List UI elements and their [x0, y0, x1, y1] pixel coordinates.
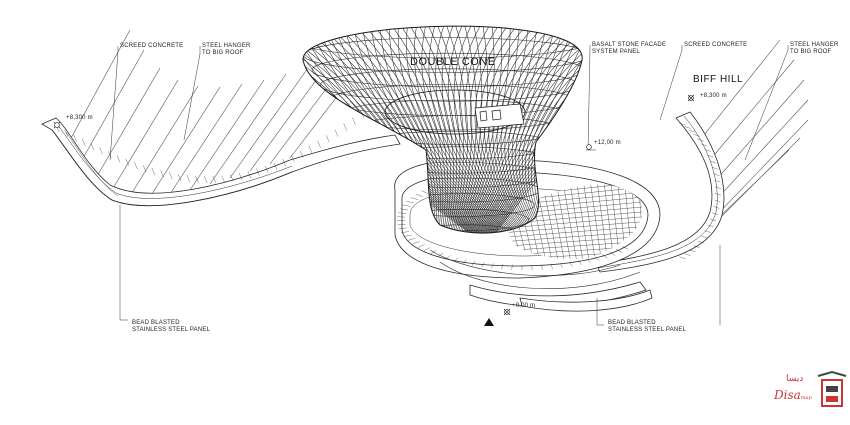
disa-logo-text: Disamap — [774, 388, 812, 402]
level-mid-label: +12,00 m — [594, 140, 621, 146]
steel-hanger-right-label-2: TO BIG ROOF — [790, 49, 832, 55]
steel-hanger-left-label-2: TO BIG ROOF — [202, 50, 244, 56]
level-bottom-label: +0,00 m — [512, 303, 536, 309]
level-marker-right — [687, 94, 695, 102]
leader-lines — [109, 45, 789, 326]
right-ramp — [595, 111, 725, 273]
right-ramp-segments — [679, 122, 721, 260]
bead-blasted-left-label-2: STAINLESS STEEL PANEL — [132, 327, 211, 333]
steel-hanger-right-label: STEEL HANGER — [790, 42, 839, 48]
bead-blasted-right-label: BEAD BLASTED — [608, 320, 656, 326]
level-marker-left — [53, 121, 61, 129]
bead-blasted-left-label: BEAD BLASTED — [132, 320, 180, 326]
disa-logo-sub: map — [800, 395, 812, 401]
screed-concrete-left-label: SCREED CONCRETE — [120, 43, 184, 49]
basalt-facade-label: BASALT STONE FACADE — [592, 42, 667, 48]
left-ramp — [41, 117, 401, 206]
disa-logo-name: Disa — [774, 388, 801, 402]
disa-logo-mark — [817, 370, 847, 407]
level-marker-bottom — [503, 308, 511, 316]
level-left-label: +8,300 m — [66, 115, 93, 121]
basalt-facade-label-2: SYSTEM PANEL — [592, 49, 640, 55]
north-arrow — [484, 318, 494, 326]
platform-segments — [397, 190, 629, 270]
disa-logo-persian: دیسا — [786, 374, 804, 384]
level-marker-mid — [586, 144, 592, 150]
screed-concrete-right-label: SCREED CONCRETE — [684, 42, 748, 48]
steel-hanger-left-label: STEEL HANGER — [202, 43, 251, 49]
level-right-label: +8,300 m — [700, 93, 727, 99]
bead-blasted-right-label-2: STAINLESS STEEL PANEL — [608, 327, 687, 333]
double-cone-title: DOUBLE CONE — [410, 56, 496, 68]
biff-hill-title: BIFF HILL — [693, 74, 744, 85]
